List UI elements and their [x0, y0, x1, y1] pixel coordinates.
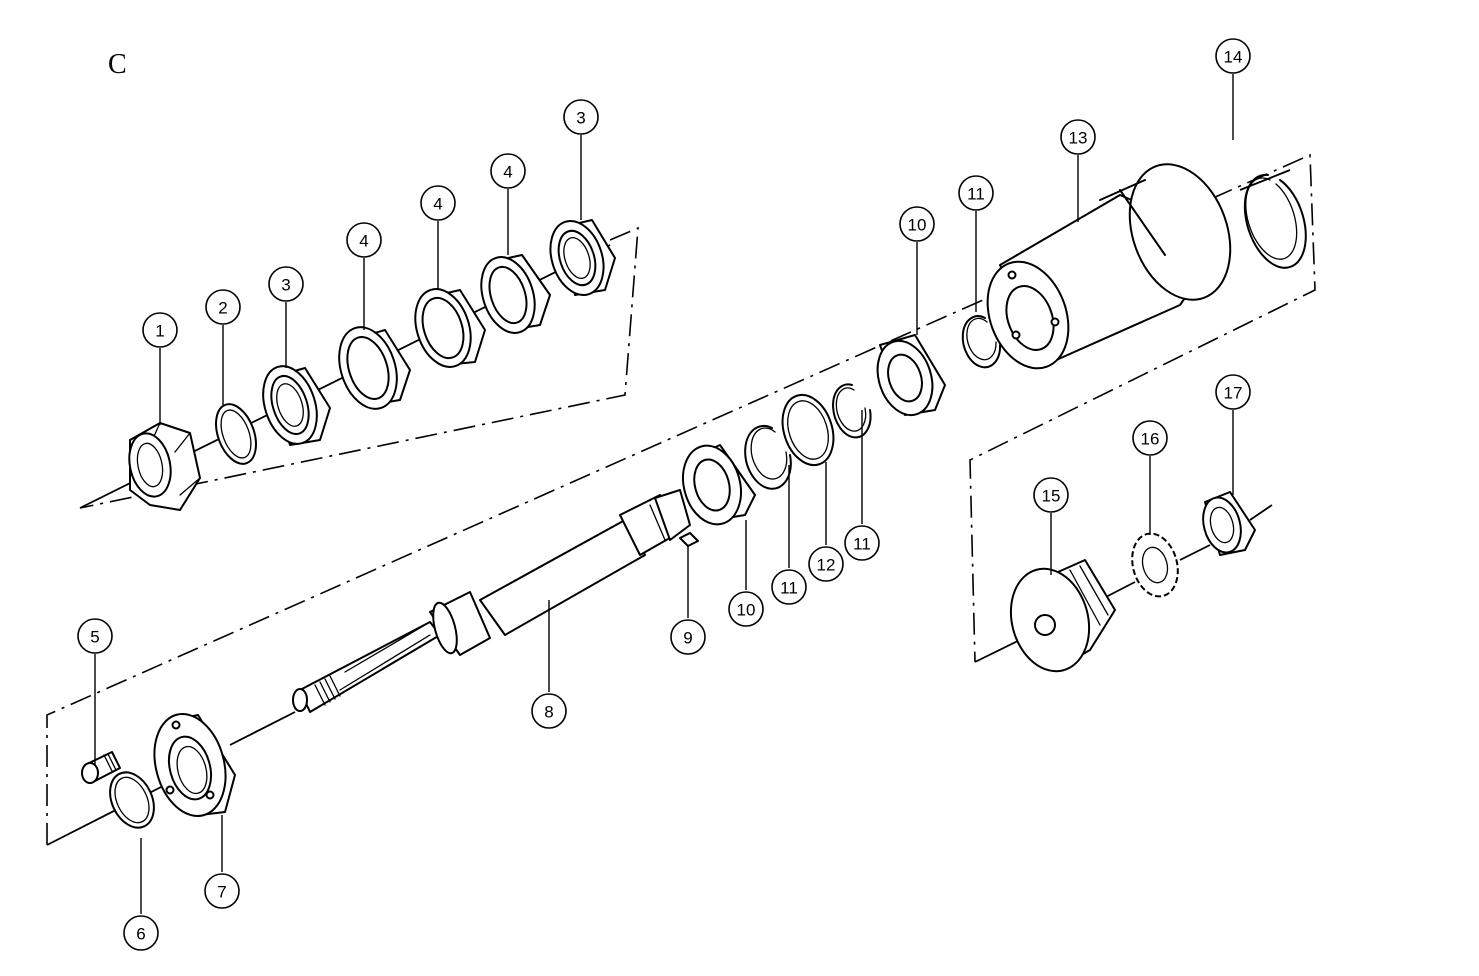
svg-text:16: 16 — [1141, 430, 1160, 449]
callout-1: 1 — [142, 312, 178, 348]
callout-4a: 4 — [346, 222, 382, 258]
svg-text:13: 13 — [1069, 129, 1088, 148]
svg-text:7: 7 — [217, 883, 226, 902]
spacer-3 — [480, 254, 551, 334]
svg-text:1: 1 — [155, 322, 164, 341]
callout-3a: 3 — [268, 266, 304, 302]
callout-4b: 4 — [420, 185, 456, 221]
svg-text:3: 3 — [281, 276, 290, 295]
lock-nut — [1202, 491, 1256, 556]
spindle-shaft — [292, 489, 691, 713]
bearing-lower-10b — [876, 334, 946, 417]
callout-15: 15 — [1033, 477, 1069, 513]
callout-10a: 10 — [728, 591, 764, 627]
housing — [986, 163, 1232, 370]
thin-ring — [215, 403, 257, 465]
callout-10b: 10 — [899, 206, 935, 242]
svg-text:17: 17 — [1224, 384, 1243, 403]
svg-text:9: 9 — [683, 629, 692, 648]
svg-text:5: 5 — [90, 628, 99, 647]
svg-text:10: 10 — [908, 216, 927, 235]
svg-text:2: 2 — [218, 299, 227, 318]
svg-text:4: 4 — [503, 163, 512, 182]
callout-6: 6 — [123, 915, 159, 951]
svg-text:4: 4 — [359, 232, 368, 251]
callouts: 1 2 3 4 4 4 3 5 6 7 8 9 10 11 12 11 10 1… — [77, 38, 1251, 951]
circlip-1 — [744, 424, 792, 490]
callout-17: 17 — [1215, 374, 1251, 410]
shim-ring — [781, 393, 835, 467]
callout-5: 5 — [77, 618, 113, 654]
callout-14: 14 — [1215, 38, 1251, 74]
svg-text:8: 8 — [544, 703, 553, 722]
svg-text:11: 11 — [967, 185, 985, 204]
screw — [81, 751, 121, 784]
svg-text:4: 4 — [433, 195, 442, 214]
hex-nut — [128, 422, 201, 511]
circlip-2 — [832, 383, 872, 439]
svg-text:10: 10 — [737, 601, 756, 620]
section-letter: C — [108, 49, 127, 80]
spacer-1 — [338, 326, 411, 410]
pulley — [1009, 559, 1116, 673]
callout-2: 2 — [205, 289, 241, 325]
spacer-2 — [414, 288, 486, 368]
leader-lines — [94, 74, 1234, 914]
svg-text:12: 12 — [817, 556, 836, 575]
circlip-large — [1243, 173, 1307, 269]
svg-text:15: 15 — [1042, 487, 1061, 506]
key — [679, 532, 699, 547]
callout-3b: 3 — [563, 99, 599, 135]
bearing-right — [549, 219, 616, 296]
callout-11c: 11 — [958, 175, 994, 211]
flange — [153, 713, 236, 817]
circlip-3 — [961, 315, 1002, 369]
bearing-lower-10 — [682, 444, 756, 526]
callout-9: 9 — [670, 619, 706, 655]
callout-11a: 11 — [771, 569, 807, 605]
callout-12: 12 — [808, 546, 844, 582]
bearing-left — [262, 365, 331, 446]
callout-16: 16 — [1132, 420, 1168, 456]
lock-washer — [1131, 532, 1179, 598]
retaining-ring — [109, 771, 155, 829]
callout-4c: 4 — [490, 153, 526, 189]
svg-text:6: 6 — [136, 925, 145, 944]
callout-7: 7 — [204, 873, 240, 909]
svg-text:11: 11 — [853, 535, 871, 554]
svg-text:14: 14 — [1224, 48, 1243, 67]
callout-8: 8 — [531, 693, 567, 729]
svg-text:11: 11 — [780, 579, 798, 598]
callout-13: 13 — [1060, 119, 1096, 155]
svg-text:3: 3 — [576, 109, 585, 128]
callout-11b: 11 — [844, 525, 880, 561]
